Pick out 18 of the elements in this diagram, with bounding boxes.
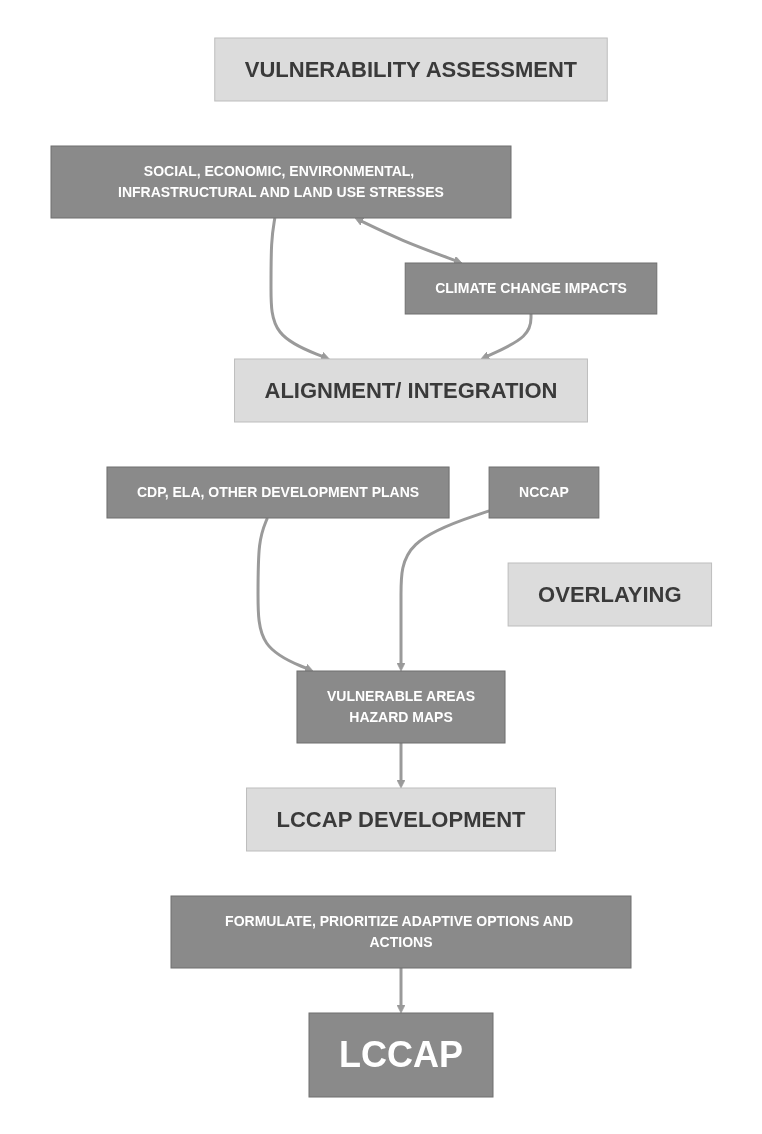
node-box: VULNERABLE AREAS HAZARD MAPS — [296, 670, 506, 743]
arrow — [396, 509, 490, 671]
arrow — [269, 217, 330, 360]
arrow — [354, 217, 463, 264]
node-box: CDP, ELA, OTHER DEVELOPMENT PLANS — [106, 466, 450, 518]
node-box: VULNERABILITY ASSESSMENT — [214, 37, 608, 101]
arrow — [396, 967, 406, 1013]
node-box: LCCAP — [308, 1012, 494, 1097]
arrow — [396, 742, 406, 788]
node-box: ALIGNMENT/ INTEGRATION — [233, 358, 588, 422]
arrow — [480, 313, 533, 360]
node-box: OVERLAYING — [507, 562, 712, 626]
node-box: CLIMATE CHANGE IMPACTS — [404, 262, 657, 314]
node-box: FORMULATE, PRIORITIZE ADAPTIVE OPTIONS AND ACTIONS — [170, 895, 632, 968]
arrow — [256, 516, 314, 672]
node-box: NCCAP — [488, 466, 600, 518]
node-box: LCCAP DEVELOPMENT — [245, 787, 556, 851]
node-box: SOCIAL, ECONOMIC, ENVIRONMENTAL, INFRASTRUCTURAL AND LAND USE STRESSES — [50, 145, 512, 218]
